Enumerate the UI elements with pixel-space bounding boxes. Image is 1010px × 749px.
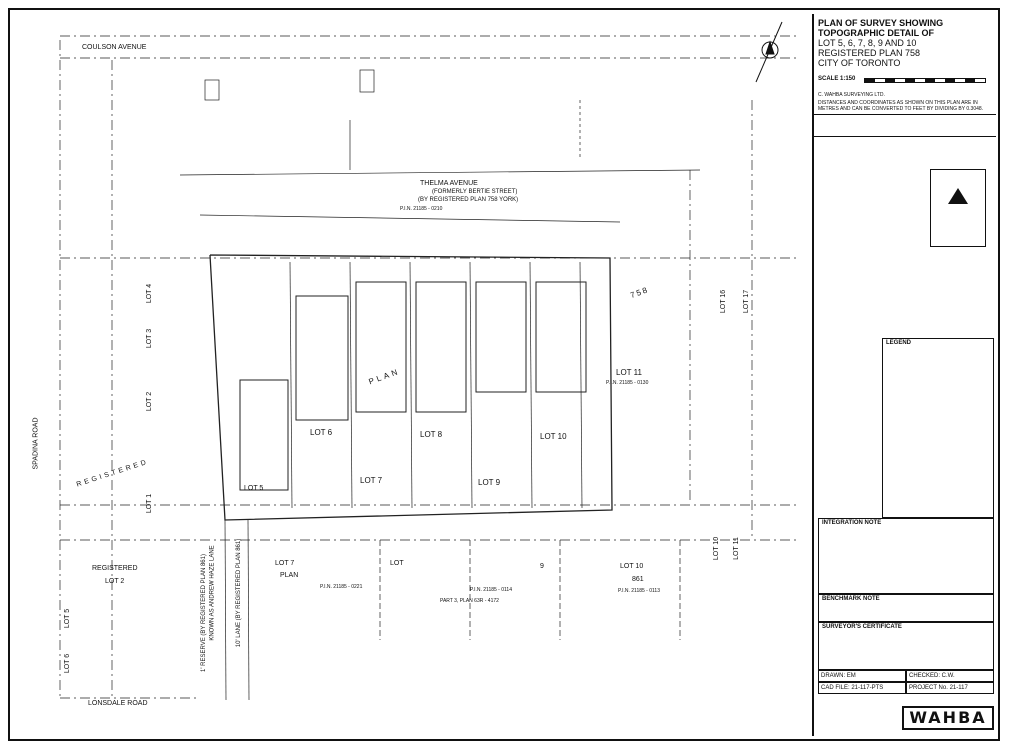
cad-file: CAD FILE: 21-117-PTS	[818, 682, 906, 694]
plan-861: 861	[632, 576, 644, 583]
lot-west-5: LOT 5	[64, 608, 72, 629]
survey-sheet	[8, 8, 1000, 741]
integration-box: INTEGRATION NOTE	[818, 518, 994, 594]
lot-south-11: LOT 11	[732, 537, 740, 560]
lot-9: LOT 9	[478, 478, 501, 487]
lot-16: LOT 16	[720, 289, 728, 314]
street-thelma-plan: (BY REGISTERED PLAN 758 YORK)	[418, 197, 519, 203]
street-thelma-formerly: (FORMERLY BERTIE STREET)	[432, 189, 518, 195]
lot-6: LOT 6	[310, 428, 333, 437]
part-south: PART 3, PLAN 63R - 4172	[440, 598, 499, 604]
lot-5: LOT 5	[244, 485, 264, 492]
pin-south-2: P.I.N. 21185 - 0114	[470, 587, 512, 593]
drawn-by: DRAWN: EM	[818, 670, 906, 682]
project-number: PROJECT No. 21-117	[906, 682, 994, 694]
lot-south-9: 9	[540, 563, 544, 570]
lot-11: LOT 11	[616, 368, 642, 377]
legend-box: LEGEND	[882, 338, 994, 518]
pin-south-3: P.I.N. 21185 - 0113	[618, 588, 660, 594]
street-thelma: THELMA AVENUE	[420, 180, 478, 187]
lot-south-7: LOT 7	[275, 560, 295, 567]
lot-17: LOT 17	[743, 289, 751, 314]
lot-1: LOT 1	[146, 493, 154, 514]
lot-4: LOT 4	[146, 283, 154, 304]
plan-south: PLAN	[280, 572, 299, 579]
triangle-icon	[948, 188, 968, 204]
lane-label: 10' LANE (BY REGISTERED PLAN 861)	[236, 538, 243, 648]
scale-label: SCALE 1:150	[818, 76, 856, 82]
registered-south: REGISTERED	[92, 565, 138, 572]
lot-3: LOT 3	[146, 328, 154, 349]
certificate-box: SURVEYOR'S CERTIFICATE	[818, 622, 994, 670]
title-text: PLAN OF SURVEY SHOWING TOPOGRAPHIC DETAI…	[818, 18, 944, 68]
lot-reg-2: LOT 2	[105, 578, 125, 585]
lot-7: LOT 7	[360, 476, 383, 485]
reserve-label: 1' RESERVE (BY REGISTERED PLAN 861)	[200, 554, 207, 672]
street-lonsdale: LONSDALE ROAD	[88, 700, 148, 707]
north-arrow-icon	[755, 21, 783, 83]
scale-bar	[864, 78, 986, 83]
distances-note: DISTANCES AND COORDINATES AS SHOWN ON TH…	[818, 100, 984, 112]
pin-lot11: P.I.N. 21185 - 0130	[606, 380, 649, 386]
lane-known-label: KNOWN AS ANDREW HAZE LANE	[209, 545, 216, 641]
wahba-logo: WAHBA	[902, 706, 994, 730]
lot-8: LOT 8	[420, 430, 443, 439]
pin-thelma: P.I.N. 21185 - 0210	[400, 206, 443, 212]
checked-by: CHECKED: C.W.	[906, 670, 994, 682]
title-block: PLAN OF SURVEY SHOWING TOPOGRAPHIC DETAI…	[812, 14, 996, 736]
lot-2: LOT 2	[146, 391, 154, 412]
lot-10: LOT 10	[540, 432, 567, 441]
aols-stamp	[930, 169, 986, 247]
street-spadina: SPADINA ROAD	[32, 417, 40, 470]
company-name: C. WAHBA SURVEYING LTD.	[818, 92, 885, 98]
lot-south-10b: LOT 10	[713, 536, 721, 561]
benchmark-box: BENCHMARK NOTE	[818, 594, 994, 622]
lot-south-8: LOT	[390, 560, 404, 567]
lot-west-6: LOT 6	[64, 653, 72, 674]
lot-south-10: LOT 10	[620, 563, 644, 570]
street-coulson: COULSON AVENUE	[82, 44, 147, 51]
pin-south-1: P.I.N. 21185 - 0221	[320, 584, 363, 590]
